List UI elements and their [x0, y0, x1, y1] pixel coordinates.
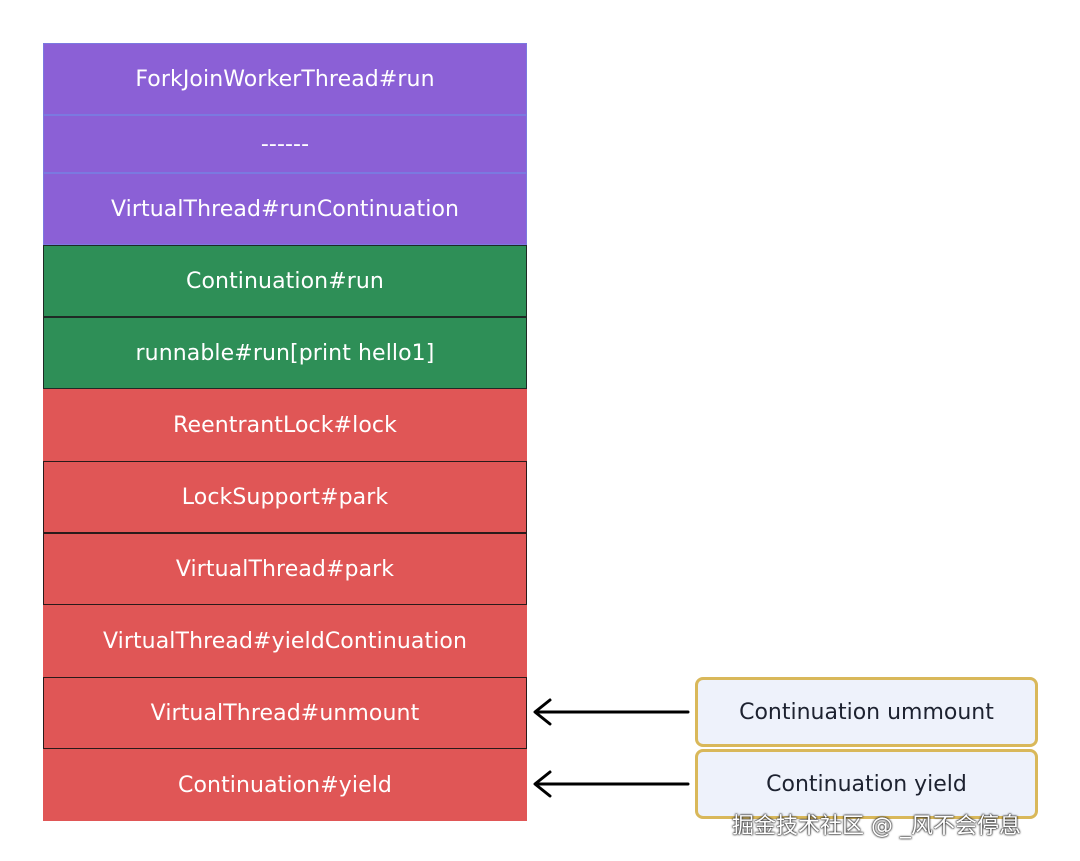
- stack-frame-reentrantlock-lock: ReentrantLock#lock: [43, 389, 527, 461]
- stack-frame-virtualthread-yieldcontinuation: VirtualThread#yieldContinuation: [43, 605, 527, 677]
- stack-frame-locksupport-park: LockSupport#park: [43, 461, 527, 533]
- stack-frame-continuation-run: Continuation#run: [43, 245, 527, 317]
- stack-frame-forkjoin-run: ForkJoinWorkerThread#run: [43, 43, 527, 115]
- stack-frame-virtualthread-runcontinuation: VirtualThread#runContinuation: [43, 173, 527, 245]
- callout-continuation-yield: Continuation yield: [695, 749, 1038, 819]
- stack-frame-continuation-yield: Continuation#yield: [43, 749, 527, 821]
- arrow-to-yield: [533, 770, 690, 798]
- watermark: 掘金技术社区 @ _风不会停息: [732, 814, 1021, 839]
- stack-frame-runnable-run: runnable#run[print hello1]: [43, 317, 527, 389]
- callout-continuation-unmount: Continuation ummount: [695, 677, 1038, 747]
- call-stack: ForkJoinWorkerThread#run ------ VirtualT…: [43, 43, 527, 821]
- stack-frame-virtualthread-park: VirtualThread#park: [43, 533, 527, 605]
- arrow-to-unmount: [533, 698, 690, 726]
- stack-frame-virtualthread-unmount: VirtualThread#unmount: [43, 677, 527, 749]
- stack-frame-ellipsis: ------: [43, 115, 527, 173]
